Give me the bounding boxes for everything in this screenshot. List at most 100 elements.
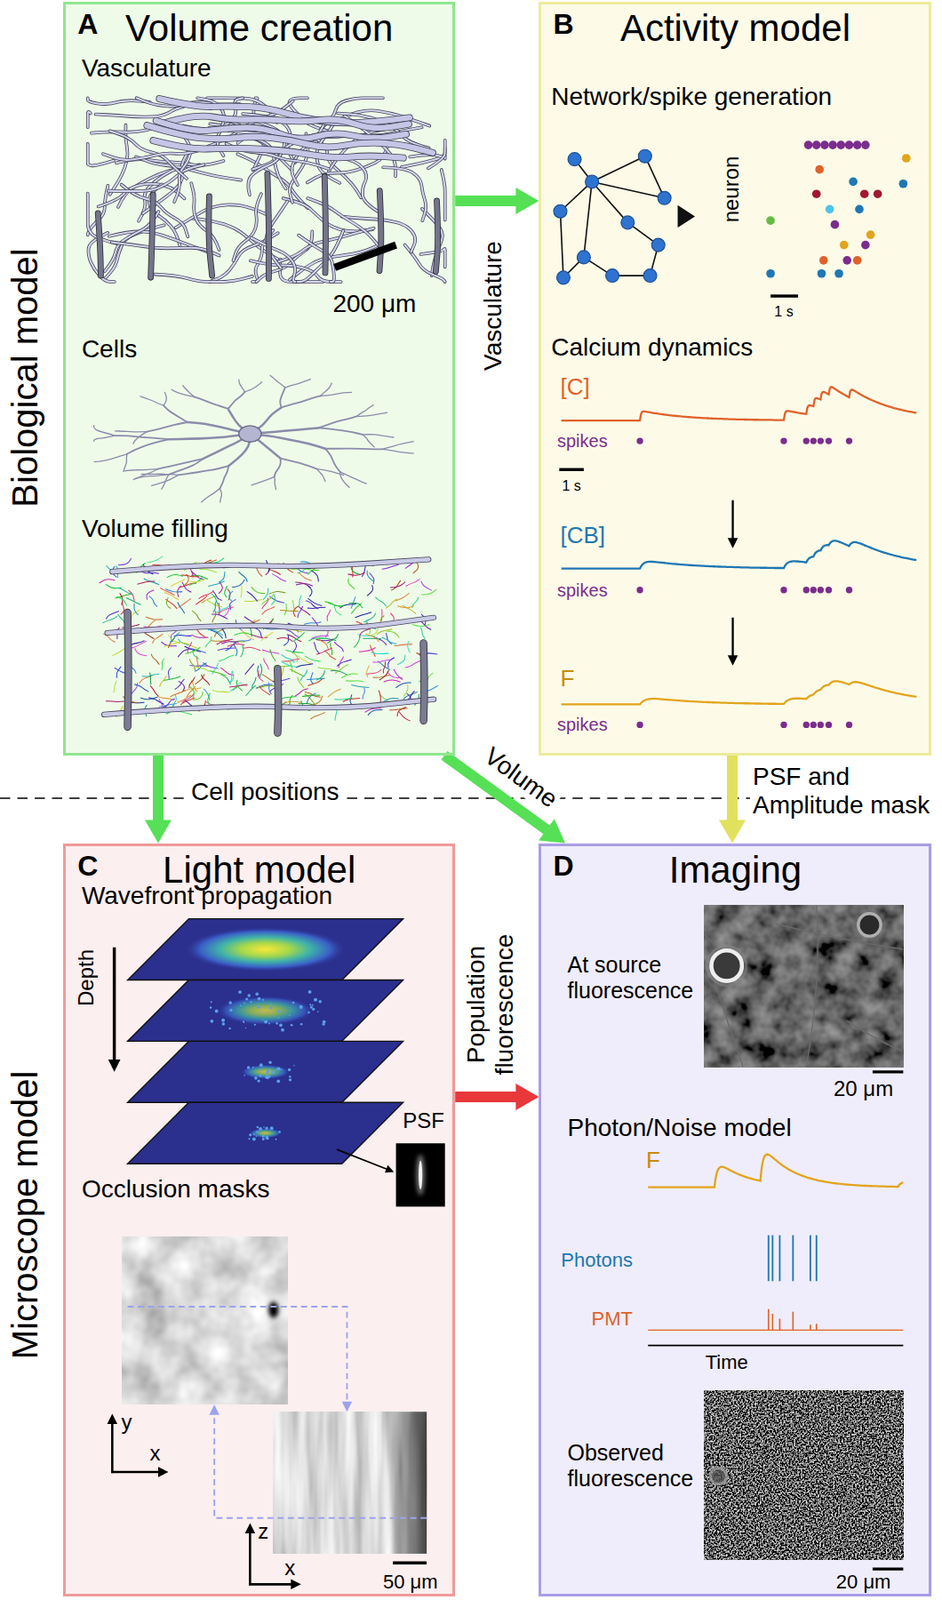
filled-cell: [105, 583, 122, 588]
label: Cells: [81, 335, 137, 364]
vessel: [191, 183, 219, 250]
filled-cell: [362, 638, 382, 640]
wavefront-plane: [127, 1040, 404, 1102]
filled-cell: [185, 646, 201, 654]
step-arrow-head: [727, 654, 738, 665]
photon-bar: [778, 1235, 781, 1282]
speckle: [278, 1130, 281, 1134]
filled-cell: [247, 590, 258, 601]
dendrite: [325, 448, 341, 472]
spike-dot: [817, 437, 824, 444]
filled-cell: [207, 630, 224, 636]
filled-cell: [353, 636, 360, 648]
time-scale-bar: [558, 468, 584, 471]
axis-arrow-head: [245, 1522, 256, 1533]
filled-cell: [262, 606, 275, 615]
dendrite: [127, 439, 170, 455]
label: Vasculature: [81, 54, 212, 83]
edge-label: PSF and Amplitude mask: [750, 762, 942, 820]
filled-cell: [212, 689, 231, 693]
spike-dot: [817, 586, 824, 593]
edge-label: Vasculature: [478, 240, 508, 371]
speckle: [276, 1078, 280, 1083]
speckle: [308, 989, 312, 994]
speckle: [309, 1003, 312, 1006]
speckle: [274, 1069, 276, 1070]
dendrite: [123, 454, 127, 471]
vessel: [297, 230, 344, 282]
filled-cell: [236, 679, 242, 691]
filled-cell: [367, 584, 374, 596]
spike-dot: [820, 140, 830, 150]
panel-fill: [63, 1, 456, 756]
scale-bar: [872, 1566, 903, 1570]
dendrite: [94, 425, 115, 437]
filled-cell: [126, 598, 142, 606]
label: 200 μm: [332, 289, 416, 319]
filled-cell: [313, 641, 320, 654]
filled-cell: [281, 654, 296, 663]
filled-cell: [150, 685, 159, 696]
filled-cell: [307, 678, 322, 687]
spike-dot: [810, 586, 817, 593]
penetrating-vessel: [124, 612, 132, 727]
filled-cell: [318, 667, 336, 671]
panel-box: BActivity model: [538, 1, 932, 756]
filled-cell: [231, 670, 234, 683]
speckle: [258, 1126, 263, 1131]
step-arrow-shaft: [731, 500, 734, 541]
filled-cell: [136, 581, 155, 584]
dendrite: [382, 441, 414, 450]
speckle: [280, 1069, 283, 1071]
photon-bar: [767, 1235, 770, 1282]
spike-dot: [803, 721, 810, 728]
speckle: [209, 1005, 213, 1009]
connector-arrow: [144, 755, 172, 844]
speckle: [242, 1020, 245, 1022]
speckle: [245, 997, 248, 1000]
dendrite: [163, 391, 167, 406]
vessel: [307, 198, 382, 250]
label: [CB]: [560, 522, 607, 550]
filled-cell: [170, 689, 186, 696]
filled-cell: [223, 605, 232, 617]
speckle: [247, 1065, 250, 1069]
speckle: [229, 1008, 232, 1012]
speckle: [228, 1000, 232, 1005]
spike-dot: [873, 189, 883, 199]
speckle: [288, 1079, 291, 1082]
pmt-spike: [772, 1313, 775, 1330]
filled-cell: [178, 598, 192, 607]
filled-cell: [305, 600, 319, 609]
speckle: [256, 1125, 260, 1129]
time-axis: [647, 1344, 903, 1347]
label: PSF: [402, 1108, 445, 1134]
filled-cell: [316, 670, 325, 680]
artery-outline: [159, 116, 409, 128]
filled-cell: [348, 578, 355, 590]
filled-cell: [151, 654, 160, 665]
dendrite: [114, 435, 170, 440]
occlusion-mask-xz: [273, 1411, 427, 1554]
dendrite: [146, 422, 188, 432]
vessel-outline: [298, 235, 335, 282]
filled-cell: [277, 638, 294, 642]
spike-dot: [817, 721, 824, 728]
dendrite: [201, 488, 221, 503]
filled-cell: [218, 654, 235, 662]
spike-dot: [853, 140, 863, 150]
label: x: [284, 1555, 296, 1581]
filled-cell: [207, 693, 211, 705]
filled-cell: [298, 595, 302, 607]
dendrite: [163, 405, 188, 423]
panel-title: Imaging: [669, 847, 802, 893]
speckle: [269, 1002, 272, 1005]
filled-cell: [367, 710, 383, 716]
spike-dot: [834, 269, 844, 279]
speckle: [255, 1134, 258, 1137]
label: spikes: [557, 579, 608, 600]
filled-cell: [383, 661, 385, 673]
filled-cell: [268, 590, 286, 594]
filled-cell: [120, 603, 125, 615]
dendrite: [169, 433, 251, 440]
